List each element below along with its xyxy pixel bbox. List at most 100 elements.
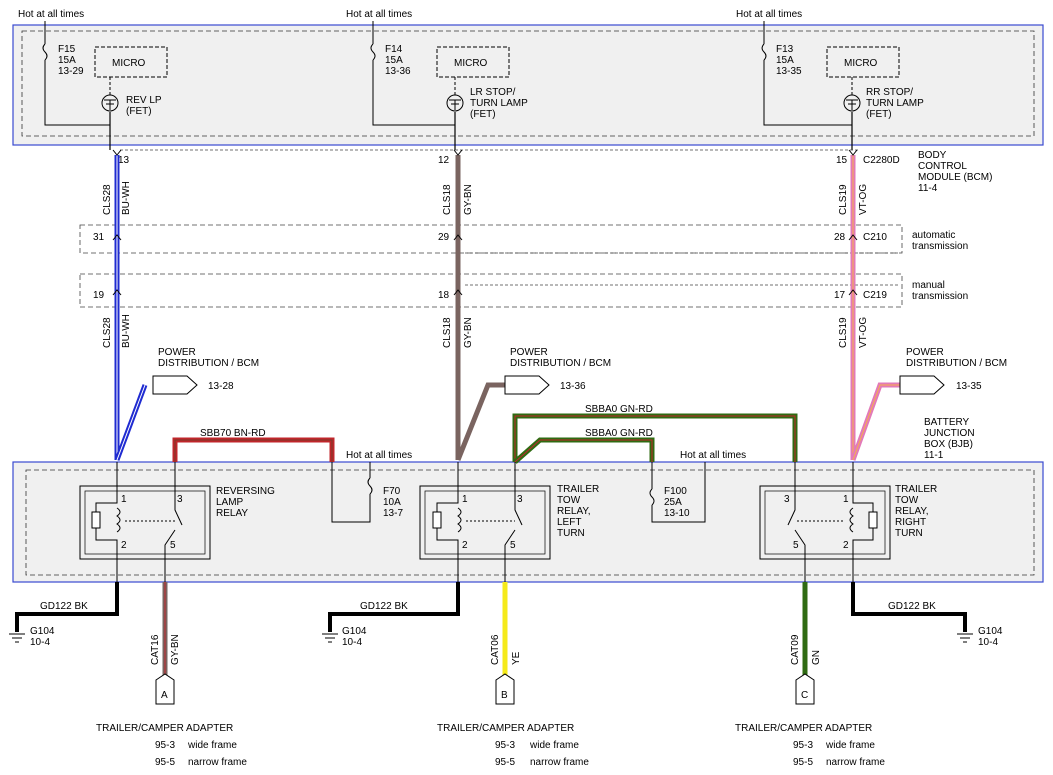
svg-text:95-3: 95-3: [155, 740, 175, 751]
svg-text:LEFT: LEFT: [557, 517, 581, 528]
svg-text:13-28: 13-28: [208, 381, 234, 392]
fuse-f14-symbol: [370, 43, 376, 61]
bcm-box: [12, 24, 1044, 146]
micro-box-2: [436, 46, 510, 78]
svg-text:transmission: transmission: [912, 241, 968, 252]
fet-icon-3: [843, 94, 861, 112]
svg-text:POWER: POWER: [158, 347, 196, 358]
svg-text:GD122 BK: GD122 BK: [888, 601, 936, 612]
svg-text:BU-WH: BU-WH: [121, 181, 132, 215]
svg-text:LAMP: LAMP: [216, 497, 244, 508]
svg-text:5: 5: [510, 540, 516, 551]
bcm-inner-dashed: [21, 30, 1035, 137]
svg-text:A: A: [161, 690, 168, 701]
svg-text:10-4: 10-4: [30, 637, 50, 648]
fuse-f14-label: F14 15A 13-36: [385, 44, 411, 77]
svg-text:1: 1: [843, 494, 849, 505]
bcm-pin-3: 15: [836, 155, 848, 166]
svg-text:CLS18: CLS18: [442, 317, 453, 348]
svg-text:automatic: automatic: [912, 230, 955, 241]
svg-text:manual: manual: [912, 280, 945, 291]
ground-left: GD122 BK G104 10-4: [9, 582, 119, 648]
svg-text:B: B: [501, 690, 508, 701]
svg-text:RELAY: RELAY: [216, 508, 248, 519]
svg-text:JUNCTION: JUNCTION: [924, 428, 975, 439]
svg-text:G104: G104: [342, 626, 367, 637]
svg-text:RIGHT: RIGHT: [895, 517, 926, 528]
svg-text:1: 1: [121, 494, 127, 505]
svg-text:(FET): (FET): [470, 109, 496, 120]
svg-text:15A: 15A: [58, 55, 76, 66]
svg-text:VT-OG: VT-OG: [858, 184, 869, 215]
wire-sbb70: SBB70 BN-RD: [172, 428, 335, 462]
svg-text:SBBA0 GN-RD: SBBA0 GN-RD: [585, 428, 653, 439]
svg-text:TRAILER/CAMPER ADAPTER: TRAILER/CAMPER ADAPTER: [735, 723, 872, 734]
svg-text:1: 1: [462, 494, 468, 505]
micro-label-3: MICRO: [844, 58, 878, 69]
svg-text:(FET): (FET): [866, 109, 892, 120]
svg-text:CONTROL: CONTROL: [918, 161, 967, 172]
svg-text:TOW: TOW: [895, 495, 919, 506]
svg-text:GN: GN: [811, 650, 822, 665]
svg-text:CLS19: CLS19: [838, 317, 849, 348]
svg-text:REV LP: REV LP: [126, 95, 162, 106]
svg-text:Hot at all times: Hot at all times: [346, 450, 412, 461]
svg-text:3: 3: [177, 494, 183, 505]
svg-text:DISTRIBUTION / BCM: DISTRIBUTION / BCM: [906, 358, 1007, 369]
bjb-inner-dashed: [25, 469, 1035, 576]
svg-text:POWER: POWER: [510, 347, 548, 358]
svg-text:F14: F14: [385, 44, 403, 55]
svg-text:95-5: 95-5: [495, 757, 515, 768]
adapter-a: TRAILER/CAMPER ADAPTER 95-3 wide frame 9…: [96, 723, 247, 768]
svg-text:TURN LAMP: TURN LAMP: [866, 98, 924, 109]
wire-cls19: [850, 155, 900, 461]
bcm-pin-2: 12: [438, 155, 450, 166]
svg-text:13-35: 13-35: [776, 66, 802, 77]
label-cls18-upper: CLS18 GY-BN: [442, 184, 474, 215]
c210-desc: automatic transmission: [912, 230, 968, 252]
svg-text:C: C: [801, 690, 808, 701]
wire-cat09: CAT09 GN C: [790, 582, 822, 705]
wire-sbba0: SBBA0 GN-RD SBBA0 GN-RD: [512, 404, 798, 464]
svg-text:CAT16: CAT16: [150, 634, 161, 665]
hot-label-3: Hot at all times: [736, 9, 802, 20]
label-cls28-upper: CLS28 BU-WH: [102, 181, 132, 215]
relay-right-turn: 3 1 5 2 TRAILER TOW RELAY, RIGHT TURN: [759, 462, 937, 590]
svg-text:GY-BN: GY-BN: [170, 634, 181, 665]
fet-label-3: RR STOP/ TURN LAMP (FET): [866, 87, 924, 120]
svg-text:DISTRIBUTION / BCM: DISTRIBUTION / BCM: [510, 358, 611, 369]
c219-band: [79, 273, 903, 308]
svg-text:wide frame: wide frame: [187, 740, 237, 751]
relay-reversing: 1 3 2 5 REVERSING LAMP RELAY: [79, 462, 275, 590]
svg-text:5: 5: [793, 540, 799, 551]
c219-pin-3: 17: [834, 290, 846, 301]
svg-text:10-4: 10-4: [978, 637, 998, 648]
svg-text:CLS19: CLS19: [838, 184, 849, 215]
svg-text:CLS18: CLS18: [442, 184, 453, 215]
svg-text:F15: F15: [58, 44, 76, 55]
svg-text:TOW: TOW: [557, 495, 581, 506]
svg-text:11-1: 11-1: [924, 450, 944, 461]
svg-text:F70: F70: [383, 486, 401, 497]
svg-text:TRAILER/CAMPER ADAPTER: TRAILER/CAMPER ADAPTER: [437, 723, 574, 734]
label-cls19-lower: CLS19 VT-OG: [838, 317, 869, 348]
adapter-c: TRAILER/CAMPER ADAPTER 95-3 wide frame 9…: [735, 723, 885, 768]
svg-text:YE: YE: [511, 651, 522, 665]
bcm-connector-id: C2280D: [863, 155, 900, 166]
fuse-f13-symbol: [761, 43, 767, 61]
svg-text:VT-OG: VT-OG: [858, 317, 869, 348]
micro-box-3: [826, 46, 900, 78]
c219-pin-2: 18: [438, 290, 450, 301]
power-dist-3: POWER DISTRIBUTION / BCM 13-35: [899, 347, 1007, 395]
svg-text:CLS28: CLS28: [102, 184, 113, 215]
micro-label-2: MICRO: [454, 58, 488, 69]
svg-text:G104: G104: [978, 626, 1003, 637]
svg-text:SBBA0 GN-RD: SBBA0 GN-RD: [585, 404, 653, 415]
svg-text:11-4: 11-4: [918, 183, 938, 194]
svg-text:BOX (BJB): BOX (BJB): [924, 439, 973, 450]
bjb-box: [12, 461, 1044, 583]
c219-id: C219: [863, 290, 887, 301]
svg-text:2: 2: [462, 540, 468, 551]
c210-band: [79, 224, 903, 254]
